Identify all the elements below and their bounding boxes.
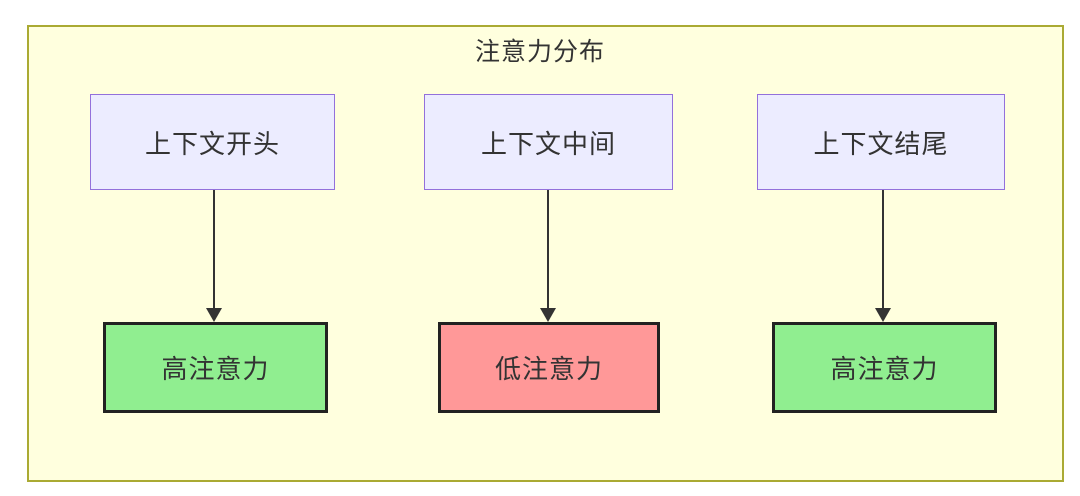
node-high-attention-end: 高注意力: [772, 322, 997, 413]
node-low-attention-middle: 低注意力: [438, 322, 660, 413]
node-high-attention-start: 高注意力: [103, 322, 328, 413]
diagram-title: 注意力分布: [474, 38, 605, 66]
node-context-end: 上下文结尾: [757, 94, 1005, 190]
arrowhead-down-icon: [875, 308, 891, 322]
arrow-line: [882, 190, 884, 309]
arrow-line: [213, 190, 215, 309]
arrowhead-down-icon: [206, 308, 222, 322]
node-context-middle: 上下文中间: [424, 94, 673, 190]
node-context-start: 上下文开头: [90, 94, 335, 190]
arrowhead-down-icon: [540, 308, 556, 322]
arrow-line: [547, 190, 549, 309]
arrow-start-to-attention: [205, 190, 223, 322]
arrow-end-to-attention: [874, 190, 892, 322]
arrow-middle-to-attention: [539, 190, 557, 322]
